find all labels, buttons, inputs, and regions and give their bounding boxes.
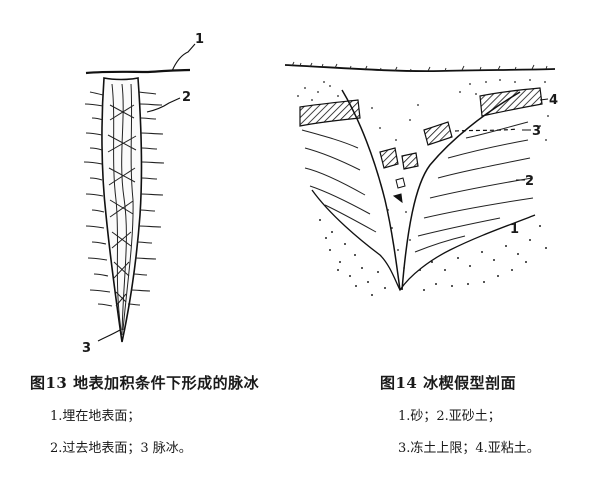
silty-clay-band-right xyxy=(479,87,543,117)
figure14-label-2: 2 xyxy=(525,174,534,189)
figure13-diagram: 1 2 3 xyxy=(82,32,204,356)
ice-vein-streaks xyxy=(107,83,137,336)
ice-vein-body xyxy=(101,77,143,343)
figure13-label-1: 1 xyxy=(195,32,204,47)
figure14-caption-item-2: 3.冻土上限；4.亚粘土。 xyxy=(398,441,540,456)
figure14-diagram: 4 3 2 1 xyxy=(284,61,558,296)
leader-line-1 xyxy=(171,43,196,72)
layer-2-lines xyxy=(301,121,534,253)
figure14-leaders xyxy=(516,98,549,181)
figure13-caption-title: 图13 地表加积条件下形成的脉冰 xyxy=(30,374,260,392)
sediment-layers-left xyxy=(83,91,113,307)
figure14-caption-item-1: 1.砂；2.亚砂土； xyxy=(398,409,501,424)
frost-table-line xyxy=(454,128,519,132)
ground-surface-line xyxy=(284,64,556,73)
figure13-caption-item-1: 1.埋在地表面； xyxy=(50,409,141,424)
sand-stipple xyxy=(297,79,549,296)
clast-4 xyxy=(392,193,403,204)
wedge-basin-outline xyxy=(311,189,536,292)
clast-1 xyxy=(379,147,399,169)
surface-grass xyxy=(291,61,548,73)
clast-3 xyxy=(395,177,406,189)
wedge-v-left xyxy=(341,89,401,291)
figure13-label-3: 3 xyxy=(82,341,91,356)
figure14-label-4: 4 xyxy=(549,93,558,108)
silty-clay-band-left xyxy=(299,99,361,127)
silty-clay-block-mid xyxy=(423,121,453,146)
figure14-caption-title: 图14 冰楔假型剖面 xyxy=(380,374,517,392)
figure14-label-1: 1 xyxy=(510,222,519,237)
clast-2 xyxy=(401,152,419,170)
leader-line-2 xyxy=(146,97,181,113)
leader-line-3 xyxy=(97,329,121,342)
figure13-label-2: 2 xyxy=(182,90,191,105)
figure14-label-3: 3 xyxy=(532,124,541,139)
buried-surface-line xyxy=(85,68,191,75)
figure13-caption-item-2: 2.过去地表面；3 脉冰。 xyxy=(50,441,192,456)
sediment-layers-right xyxy=(127,91,165,306)
